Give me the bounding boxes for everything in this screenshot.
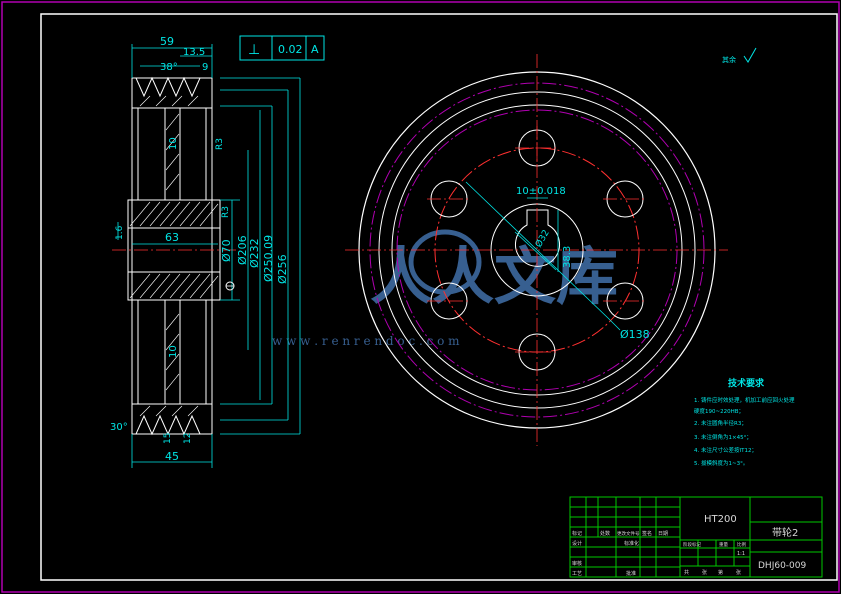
tb-label-design: 设计	[572, 540, 582, 547]
tb-label-mark: 标记	[572, 530, 582, 537]
dim-1-6: 1.6	[115, 225, 125, 240]
material: HT200	[704, 514, 737, 525]
dim-10-top: 10	[168, 137, 179, 150]
section-dimension-texts: 59 13.5 38° 9 R3 10 R3 63 Ø70 Ø206 Ø232 …	[110, 35, 289, 463]
dim-9: 9	[202, 62, 208, 73]
title-block-text: HT200 带轮2 DHJ60-009 1:1 标记 处数 更改文件号 签名 日…	[572, 514, 807, 577]
tech-req-item-2: 硬度190~220HB；	[694, 407, 744, 415]
dim-r3-mid: R3	[221, 206, 231, 218]
dim-d256: Ø256	[276, 254, 289, 284]
dim-10-bot: 10	[168, 345, 179, 358]
dim-13-5: 13.5	[183, 47, 205, 58]
dim-59: 59	[160, 35, 174, 48]
dimension-lines	[117, 44, 301, 468]
dim-keyway: 10±0.018	[516, 186, 566, 197]
dim-30-deg: 30°	[110, 422, 128, 433]
tech-req-title: 技术要求	[728, 377, 765, 389]
tb-label-docno: 更改文件号	[617, 530, 640, 537]
tolerance-frame: ⊥ 0.02 A	[239, 35, 325, 61]
tb-label-count: 处数	[600, 530, 610, 537]
tech-req-item-4: 3. 未注倒角为1×45°；	[694, 433, 752, 441]
watermark-text: 人人文库	[370, 240, 618, 313]
tb-label-weight: 重量	[719, 541, 728, 548]
watermark-url: w w w . r e n r e n d o c . c o m	[272, 334, 460, 348]
section-hatching	[129, 95, 219, 417]
roughness-label: 其余	[722, 55, 736, 64]
tech-req-item-5: 4. 未注尺寸公差按IT12；	[694, 446, 757, 454]
dim-pitch-circle: Ø138	[620, 328, 650, 341]
inner-border	[40, 13, 838, 581]
title-block	[569, 496, 823, 578]
tb-label-ratio: 比例	[737, 541, 746, 548]
tb-label-review: 审核	[572, 560, 582, 567]
dim-d250: Ø250.09	[262, 235, 275, 282]
drawing-title: 带轮2	[772, 526, 798, 539]
perpendicularity-symbol: ⊥	[248, 42, 260, 58]
section-view	[127, 76, 221, 436]
dim-key-depth: 38.3	[562, 246, 573, 268]
roughness-symbol	[743, 47, 757, 63]
dim-45: 45	[165, 450, 179, 463]
dim-38-deg: 38°	[160, 62, 178, 73]
front-dimension-lines	[465, 181, 621, 331]
tech-req-item-6: 5. 拔模斜度为1~3°。	[694, 459, 748, 467]
tb-label-sign: 签名	[642, 530, 652, 537]
watermark: 人人文库 w w w . r e n r e n d o c . c o m	[272, 229, 618, 348]
tb-sheet-unit-b: 张	[736, 569, 741, 576]
dim-12: 12	[183, 433, 193, 444]
tb-label-standard: 标准化	[624, 540, 639, 547]
drawing-number: DHJ60-009	[758, 561, 807, 571]
front-centerlines	[345, 54, 728, 446]
dim-d70: Ø70	[220, 239, 233, 262]
tb-label-date: 日期	[658, 531, 668, 537]
dim-15: 15	[163, 433, 173, 444]
tb-sheet-total: 共	[684, 569, 689, 576]
tb-sheet-unit-a: 张	[702, 569, 707, 576]
tolerance-datum: A	[311, 43, 319, 56]
dim-d206: Ø206	[236, 235, 249, 265]
tb-sheet-no: 第	[718, 569, 723, 576]
technical-requirements: 技术要求 1. 铸件应时效处理，机加工前应回火处理 硬度190~220HB； 2…	[694, 377, 795, 467]
tb-label-stage: 阶段标记	[683, 541, 701, 548]
scale: 1:1	[737, 551, 745, 557]
tb-label-approve: 批准	[626, 570, 636, 577]
dim-63: 63	[165, 231, 179, 244]
tech-req-item-1: 1. 铸件应时效处理，机加工前应回火处理	[694, 396, 795, 404]
tb-label-process: 工艺	[572, 571, 582, 577]
dim-r3-top: R3	[215, 138, 225, 150]
dim-d232: Ø232	[248, 238, 261, 268]
tech-req-item-3: 2. 未注圆角半径R3；	[694, 419, 747, 427]
tolerance-value: 0.02	[278, 43, 303, 56]
